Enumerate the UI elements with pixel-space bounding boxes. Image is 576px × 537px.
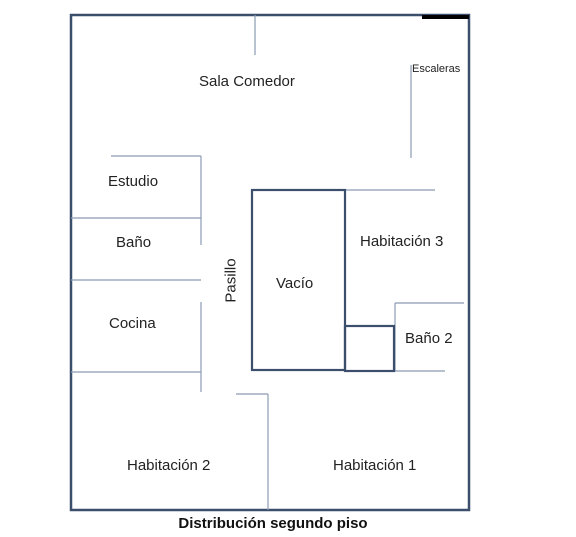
- label-sala-comedor: Sala Comedor: [199, 73, 295, 90]
- outer-wall: [69, 13, 471, 512]
- plan-caption: Distribución segundo piso: [178, 515, 368, 532]
- label-habitacion-2: Habitación 2: [127, 457, 211, 474]
- label-bano: Baño: [116, 234, 152, 251]
- label-habitacion-1: Habitación 1: [333, 457, 417, 474]
- label-estudio: Estudio: [108, 173, 159, 190]
- label-pasillo: Pasillo: [222, 258, 240, 303]
- label-vacio: Vacío: [276, 275, 314, 292]
- void-outline: [250, 188, 347, 372]
- label-bano-2: Baño 2: [405, 330, 453, 347]
- bano-2-outline: [343, 324, 396, 373]
- label-habitacion-3: Habitación 3: [360, 233, 444, 250]
- label-cocina: Cocina: [109, 315, 156, 332]
- label-escaleras: Escaleras: [412, 63, 461, 75]
- interior-walls: [71, 15, 464, 510]
